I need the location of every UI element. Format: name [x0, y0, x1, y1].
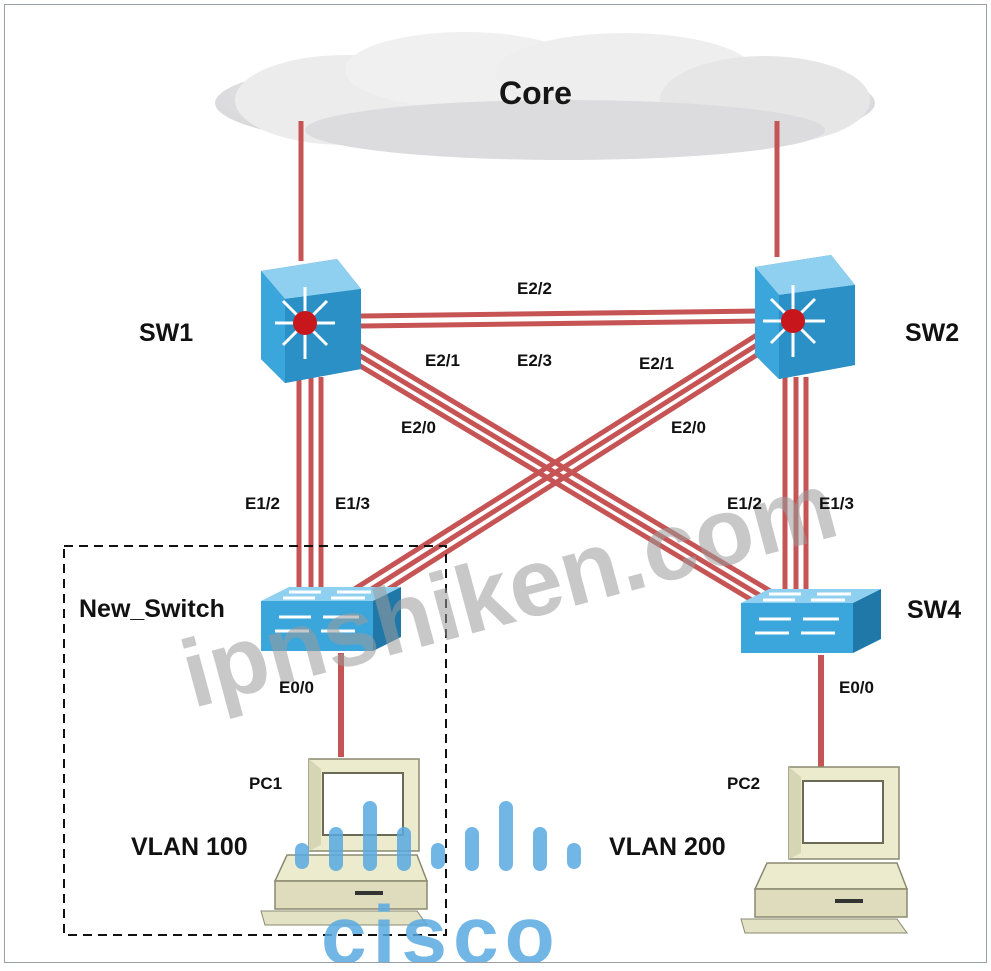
sw1-switch-icon — [261, 259, 361, 383]
link-sw1-sw2-e2-2 — [360, 308, 762, 319]
port-label-sw1-e2-3: E2/3 — [517, 351, 552, 370]
core-cloud — [215, 32, 875, 160]
vlan-200-label: VLAN 200 — [609, 833, 726, 861]
port-label-sw4-e1-3: E1/3 — [819, 494, 854, 513]
port-label-new-e1-2: E1/2 — [245, 494, 280, 513]
port-label-sw4-e0-0: E0/0 — [839, 678, 874, 697]
port-label-sw1-e2-1: E2/1 — [425, 351, 460, 370]
vlan-100-label: VLAN 100 — [131, 833, 248, 861]
sw2-switch-icon — [755, 255, 855, 379]
svg-text:cisco: cisco — [321, 890, 561, 962]
link-sw2-new-b — [349, 338, 765, 605]
new-switch-label: New_Switch — [79, 595, 225, 623]
port-label-sw2-e2-0: E2/0 — [671, 418, 706, 437]
core-label: Core — [499, 75, 572, 111]
diagram-canvas: ipnshiken.com cisco — [63, 32, 909, 962]
port-label-sw4-e1-2: E1/2 — [727, 494, 762, 513]
port-label-sw1-e2-0: E2/0 — [401, 418, 436, 437]
sw1-label: SW1 — [139, 319, 194, 347]
pc2-label: PC2 — [727, 774, 761, 793]
sw2-label: SW2 — [905, 319, 960, 347]
link-sw2-new-a — [343, 328, 765, 598]
new-switch-icon — [261, 587, 401, 651]
cisco-logo: cisco — [295, 801, 581, 962]
port-label-new-e0-0: E0/0 — [279, 678, 314, 697]
network-diagram: ipnshiken.com cisco Core SW1 SW2 New_Swi… — [4, 4, 987, 963]
pc2-computer-icon — [740, 766, 909, 934]
link-sw1-sw4-a — [355, 341, 779, 598]
sw4-label: SW4 — [907, 596, 962, 624]
port-label-sw2-e2-1: E2/1 — [639, 354, 674, 373]
new-switch-group-box — [63, 545, 447, 936]
link-sw1-sw4-c — [355, 361, 767, 611]
pc1-label: PC1 — [249, 774, 283, 793]
sw4-switch-icon — [741, 589, 881, 653]
link-sw1-sw2-e2-3 — [360, 318, 762, 329]
port-label-new-e1-3: E1/3 — [335, 494, 370, 513]
links — [296, 121, 824, 770]
port-label-sw1-e2-2: E2/2 — [517, 279, 552, 298]
link-sw2-new-c — [355, 348, 765, 612]
